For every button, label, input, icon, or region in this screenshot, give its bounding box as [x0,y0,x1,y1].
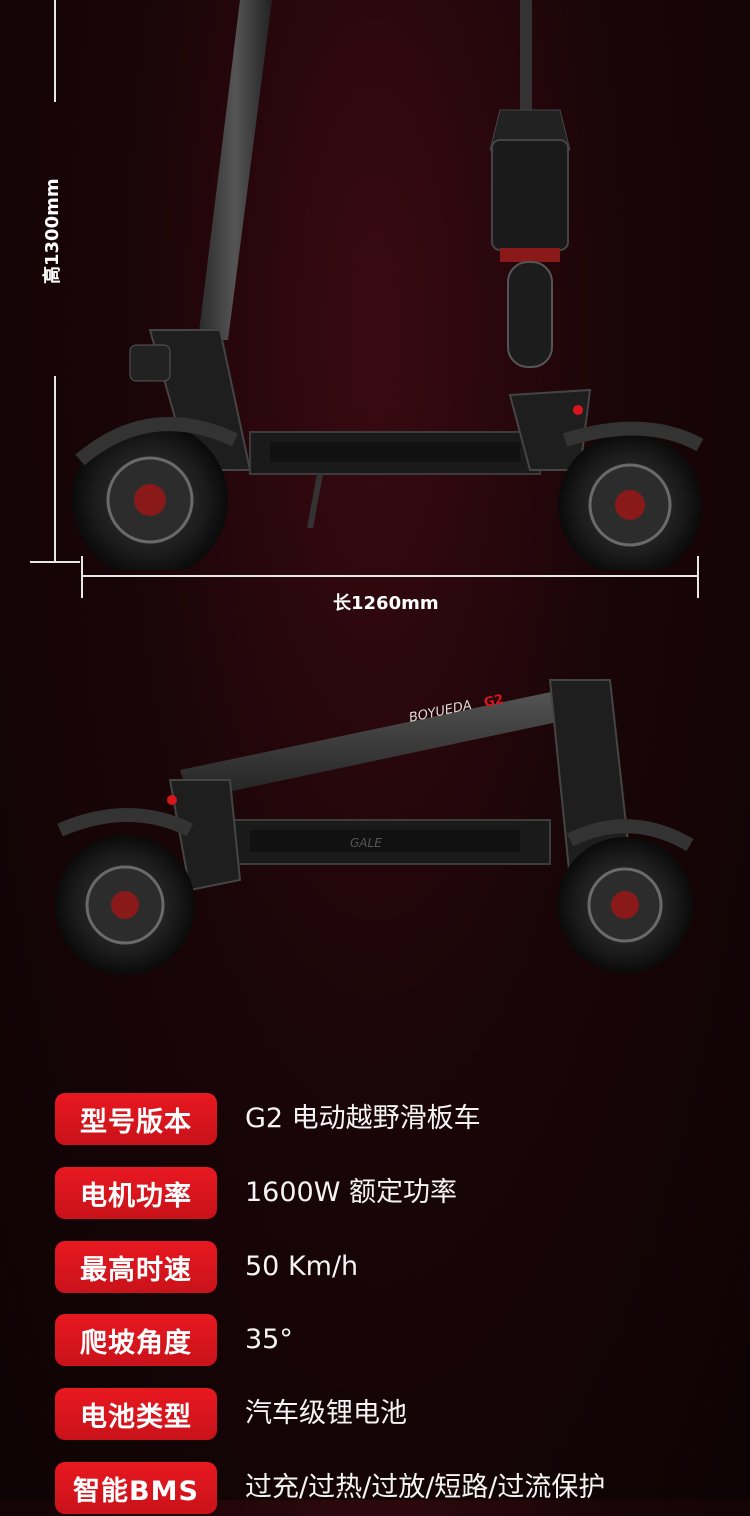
spec-row-top-speed: 最高时速 50 Km/h [0,1241,750,1295]
spec-row-battery-type: 电池类型 汽车级锂电池 [0,1388,750,1442]
length-dimension-tick-left [81,556,83,598]
spec-row-smart-bms: 智能BMS 过充/过热/过放/短路/过流保护 [0,1462,750,1516]
spec-row-climb-angle: 爬坡角度 35° [0,1314,750,1368]
spec-label: 智能BMS [55,1462,217,1514]
model-badge-text: G2 [483,692,505,711]
spec-label: 最高时速 [55,1241,217,1293]
spec-value: 35° [245,1324,293,1355]
spec-row-motor-power: 电机功率 1600W 额定功率 [0,1167,750,1221]
length-dimension-line [82,575,698,577]
scooter-folded-view-image: BOYUEDA G2 GALE [55,679,694,975]
length-dimension-tick-right [697,556,699,598]
deck-text: GALE [350,836,382,850]
scooter-rear-view-image [489,0,571,368]
spec-label: 爬坡角度 [55,1314,217,1366]
height-dimension-tick [30,561,80,563]
spec-row-model: 型号版本 G2 电动越野滑板车 [0,1093,750,1147]
spec-label: 电池类型 [55,1388,217,1440]
spec-value: G2 电动越野滑板车 [245,1103,481,1134]
spec-value: 50 Km/h [245,1251,359,1282]
height-dimension-line-top [54,0,56,102]
spec-label: 型号版本 [55,1093,217,1145]
spec-value: 过充/过热/过放/短路/过流保护 [245,1472,606,1503]
spec-value: 汽车级锂电池 [245,1398,407,1429]
scooter-side-view-image [72,0,704,570]
length-dimension-label: 长1260mm [333,593,439,614]
spec-value: 1600W 额定功率 [245,1177,457,1208]
height-dimension-line-bottom [54,376,56,562]
spec-label: 电机功率 [55,1167,217,1219]
